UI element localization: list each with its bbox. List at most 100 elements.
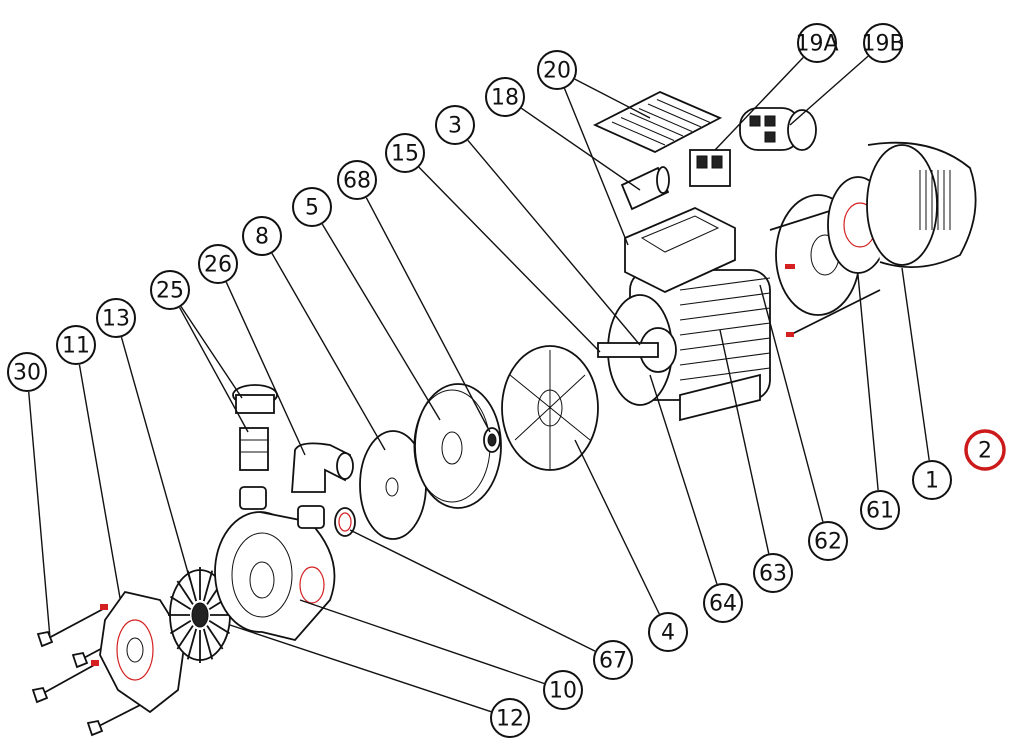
part-ring-68 xyxy=(483,427,501,453)
part-terminal-box-3 xyxy=(624,207,736,293)
callout-circle xyxy=(703,583,743,623)
callout-number: 67 xyxy=(599,649,627,674)
leader-line-63 xyxy=(719,329,770,554)
callout-circle xyxy=(964,429,1006,471)
callout-5: 5 xyxy=(292,187,332,227)
callout-4: 4 xyxy=(648,612,688,652)
part-seal-67 xyxy=(334,507,356,537)
callout-circle xyxy=(753,553,793,593)
callout-circle xyxy=(808,521,848,561)
callout-number: 30 xyxy=(13,361,41,386)
leader-line-61 xyxy=(857,274,879,491)
callout-circle xyxy=(7,352,47,392)
leader-line-19a xyxy=(714,56,804,151)
cooling-fin xyxy=(679,337,771,351)
callout-circle xyxy=(863,23,903,63)
leader-line-68 xyxy=(365,197,491,433)
leader-line-10 xyxy=(299,599,545,685)
leader-line-20 xyxy=(574,78,651,119)
callout-number: 13 xyxy=(102,307,130,332)
callout-number: 10 xyxy=(549,679,577,704)
callout-25: 25 xyxy=(150,270,190,310)
callout-number: 19B xyxy=(861,32,904,57)
part-cover-20 xyxy=(592,91,723,154)
callout-circle xyxy=(56,325,96,365)
cooling-fin xyxy=(679,277,771,291)
callout-15: 15 xyxy=(385,133,425,173)
impeller-vane xyxy=(208,619,231,635)
callout-30: 30 xyxy=(7,352,47,392)
callout-64: 64 xyxy=(703,583,743,623)
callout-circle xyxy=(648,612,688,652)
leader-line-30 xyxy=(28,391,51,639)
impeller-vane xyxy=(176,580,194,605)
callout-1: 1 xyxy=(912,460,952,500)
callout-number: 25 xyxy=(156,279,184,304)
leader-line-11 xyxy=(78,364,121,599)
cooling-fin xyxy=(679,292,771,306)
impeller-vane xyxy=(186,628,198,660)
leader-line-67 xyxy=(349,529,596,652)
callout-number: 62 xyxy=(814,530,842,555)
part-cover-plate-11 xyxy=(99,590,186,714)
impeller-vane xyxy=(169,595,192,611)
part-impeller-13 xyxy=(168,567,232,663)
callout-circle xyxy=(337,160,377,200)
callout-circle xyxy=(490,698,530,738)
leader-line-12 xyxy=(229,624,492,713)
callout-number: 20 xyxy=(543,59,571,84)
parts xyxy=(31,91,977,737)
leader-line-8 xyxy=(271,252,386,451)
callout-2: 2 xyxy=(964,429,1006,471)
cooling-fin xyxy=(679,322,771,336)
callout-circle xyxy=(543,670,583,710)
callout-circle xyxy=(485,77,525,117)
callout-18: 18 xyxy=(485,77,525,117)
cooling-fin xyxy=(679,367,771,381)
callout-number: 15 xyxy=(391,142,419,167)
leader-line-25 xyxy=(179,307,249,433)
leader-lines xyxy=(28,55,930,713)
callout-circle xyxy=(797,23,837,63)
callout-26: 26 xyxy=(198,244,238,284)
impeller-vane xyxy=(169,619,192,635)
leader-line-4 xyxy=(574,439,660,615)
callout-11: 11 xyxy=(56,325,96,365)
leader-line-19b xyxy=(789,55,869,126)
leader-line-1 xyxy=(901,267,930,461)
cover-rib xyxy=(620,117,675,141)
leader-line-18 xyxy=(521,107,641,191)
callout-19b: 19B xyxy=(861,23,905,63)
callout-12: 12 xyxy=(490,698,530,738)
leader-line-64 xyxy=(649,374,718,585)
callout-circle xyxy=(198,244,238,284)
callout-circle xyxy=(593,640,633,680)
cooling-fin xyxy=(679,307,771,321)
callout-circle xyxy=(96,298,136,338)
impeller-vane xyxy=(202,570,214,602)
cooling-fin xyxy=(679,352,771,366)
cover-rib xyxy=(638,108,693,132)
callout-number: 2 xyxy=(978,439,992,464)
part-capacitor-18 xyxy=(620,166,670,211)
part-elbow-26 xyxy=(291,442,354,493)
callout-number: 11 xyxy=(62,334,90,359)
part-bracket-4 xyxy=(501,345,599,471)
callout-20: 20 xyxy=(537,50,577,90)
cover-rib xyxy=(611,121,666,146)
part-pump-body-10 xyxy=(214,486,336,642)
callout-63: 63 xyxy=(753,553,793,593)
callout-number: 68 xyxy=(343,169,371,194)
callout-circle xyxy=(292,187,332,227)
cover-rib xyxy=(629,112,684,137)
callout-circle xyxy=(435,105,475,145)
callout-number: 61 xyxy=(866,499,894,524)
callout-number: 5 xyxy=(305,196,319,221)
leader-line-25 xyxy=(180,306,243,399)
callout-13: 13 xyxy=(96,298,136,338)
callout-number: 64 xyxy=(709,592,737,617)
leader-line-26 xyxy=(225,281,306,456)
